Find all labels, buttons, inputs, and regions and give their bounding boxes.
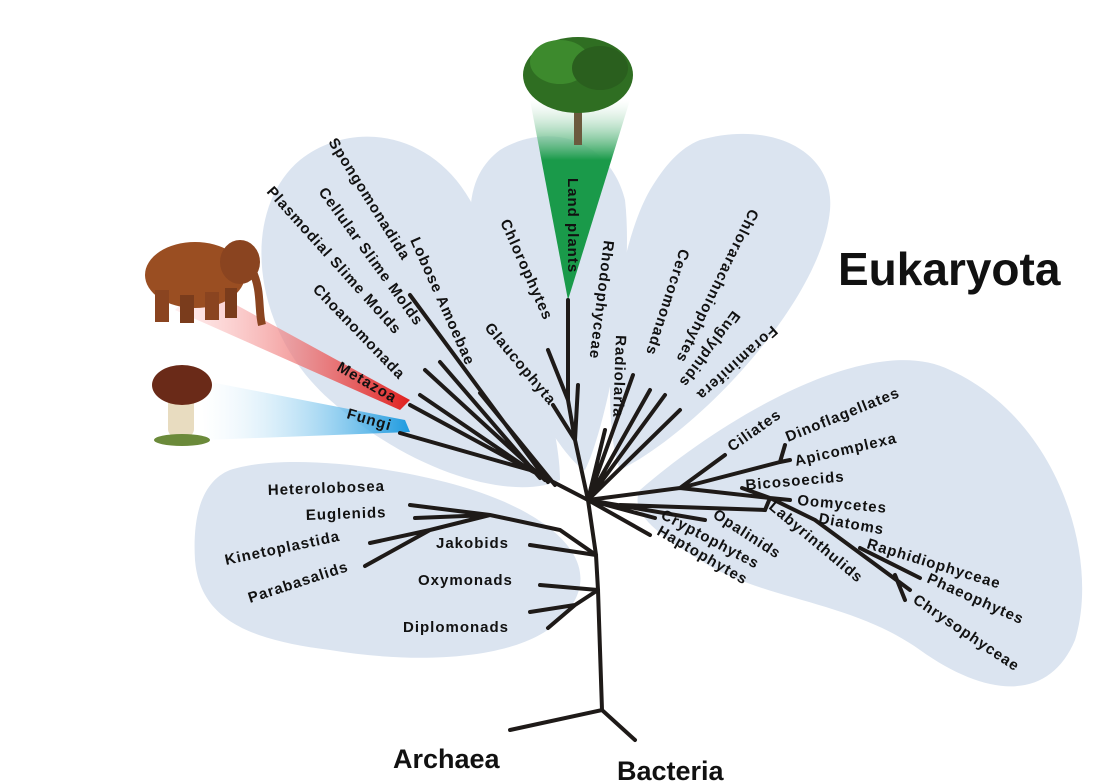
mushroom-icon <box>152 365 212 446</box>
taxon-label: Heterolobosea <box>268 478 386 499</box>
blob-rhizaria <box>610 133 831 470</box>
taxon-label: Oxymonads <box>418 572 513 589</box>
branches <box>363 293 922 742</box>
blob-excavates <box>194 461 581 658</box>
elephant-icon <box>145 240 266 327</box>
taxon-label: Land plants <box>564 178 581 273</box>
taxon-label: Radiolaria <box>609 335 629 418</box>
domain-label-archaea: Archaea <box>393 744 501 774</box>
domain-label-bacteria: Bacteria <box>617 756 725 783</box>
taxon-label: Jakobids <box>436 535 509 552</box>
blob-chromalveolates <box>637 360 1083 687</box>
taxon-label: Diplomonads <box>403 619 509 636</box>
fungi-wedge <box>200 380 410 440</box>
diagram-title: Eukaryota <box>838 243 1061 295</box>
land-plants-wedge <box>530 100 630 300</box>
taxon-label: Euglenids <box>306 504 387 524</box>
tree-icon <box>523 37 633 145</box>
